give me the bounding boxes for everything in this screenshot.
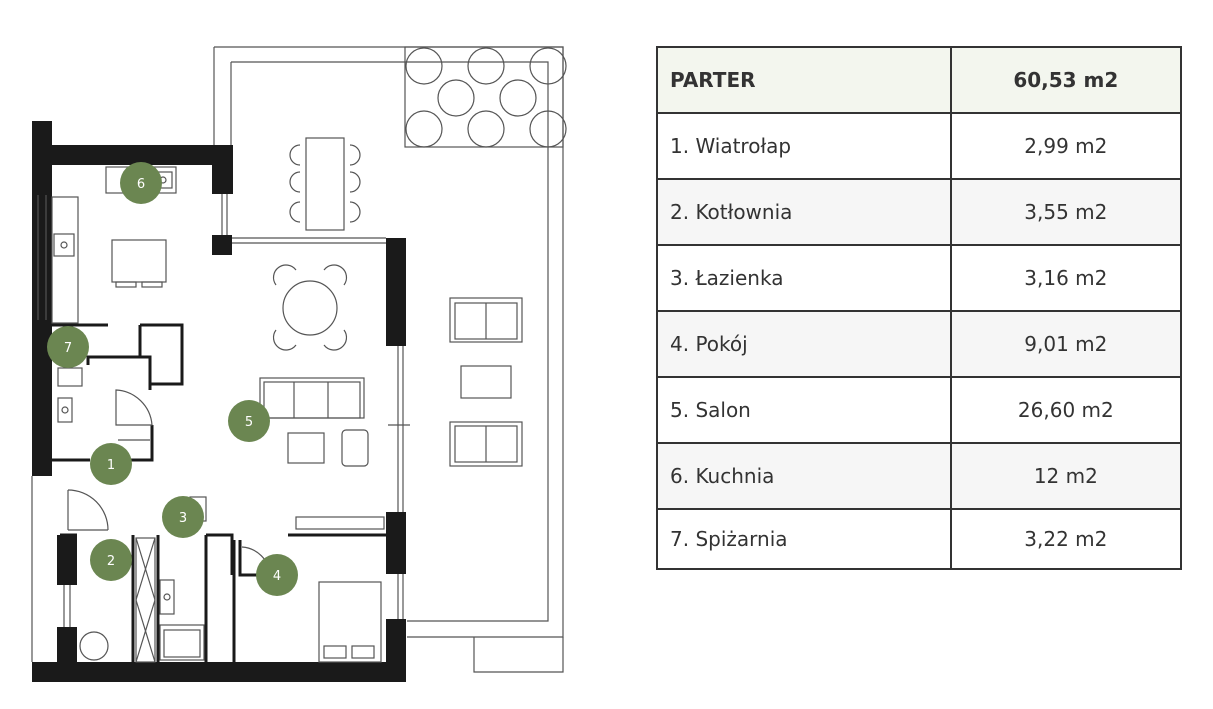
floor-plan: 1 2 3 4 5 6 7 [31, 46, 567, 682]
room-marker-6: 6 [120, 162, 162, 204]
outdoor-lounge [449, 297, 523, 467]
room-marker-label: 7 [64, 341, 72, 356]
room-marker-label: 2 [107, 554, 115, 569]
room-area: 26,60 m2 [949, 376, 1183, 444]
table-header-area: 60,53 m2 [949, 46, 1183, 114]
room-name: 6. Kuchnia [656, 442, 952, 510]
room-marker-label: 5 [245, 415, 253, 430]
room-markers: 1 2 3 4 5 6 7 [47, 162, 298, 596]
interior-walls [52, 323, 386, 662]
room-area: 2,99 m2 [949, 112, 1183, 180]
bathroom-fixtures [79, 496, 207, 663]
room-marker-circle [90, 443, 132, 485]
room-area: 3,55 m2 [949, 178, 1183, 246]
tree-grid [404, 46, 567, 148]
room-name: 4. Pokój [656, 310, 952, 378]
table-header-row: PARTER 60,53 m2 [656, 46, 1183, 114]
room-marker-7: 7 [47, 326, 89, 368]
table-row: 4. Pokój 9,01 m2 [656, 310, 1183, 378]
room-marker-circle [47, 326, 89, 368]
room-area: 3,16 m2 [949, 244, 1183, 312]
walls [32, 121, 406, 682]
room-marker-label: 4 [273, 569, 281, 584]
room-marker-5: 5 [228, 400, 270, 442]
room-marker-circle [256, 554, 298, 596]
room-name: 2. Kotłownia [656, 178, 952, 246]
room-marker-label: 1 [107, 458, 115, 473]
dining-table [272, 264, 348, 351]
area-table: PARTER 60,53 m2 1. Wiatrołap 2,99 m2 2. … [656, 46, 1183, 570]
entrance-fixtures [57, 367, 153, 531]
table-row: 3. Łazienka 3,16 m2 [656, 244, 1183, 312]
table-row: 2. Kotłownia 3,55 m2 [656, 178, 1183, 246]
table-header-name: PARTER [656, 46, 952, 114]
table-row: 5. Salon 26,60 m2 [656, 376, 1183, 444]
terrace-outline [213, 46, 564, 673]
living-furniture [259, 377, 369, 467]
room-name: 1. Wiatrołap [656, 112, 952, 180]
room-area: 12 m2 [949, 442, 1183, 510]
table-row: 1. Wiatrołap 2,99 m2 [656, 112, 1183, 180]
table-row: 7. Spiżarnia 3,22 m2 [656, 508, 1183, 570]
room-marker-label: 3 [179, 511, 187, 526]
room-name: 5. Salon [656, 376, 952, 444]
outdoor-dining-table [289, 137, 361, 231]
room-marker-1: 1 [90, 443, 132, 485]
room-marker-circle [228, 400, 270, 442]
room-marker-2: 2 [90, 539, 132, 581]
room-marker-circle [90, 539, 132, 581]
room-area: 3,22 m2 [949, 508, 1183, 570]
room-area: 9,01 m2 [949, 310, 1183, 378]
room-name: 7. Spiżarnia [656, 508, 952, 570]
room-marker-4: 4 [256, 554, 298, 596]
room-marker-3: 3 [162, 496, 204, 538]
room-marker-label: 6 [137, 177, 145, 192]
room-marker-circle [162, 496, 204, 538]
table-row: 6. Kuchnia 12 m2 [656, 442, 1183, 510]
room-marker-circle [120, 162, 162, 204]
room-name: 3. Łazienka [656, 244, 952, 312]
windows [31, 194, 410, 662]
